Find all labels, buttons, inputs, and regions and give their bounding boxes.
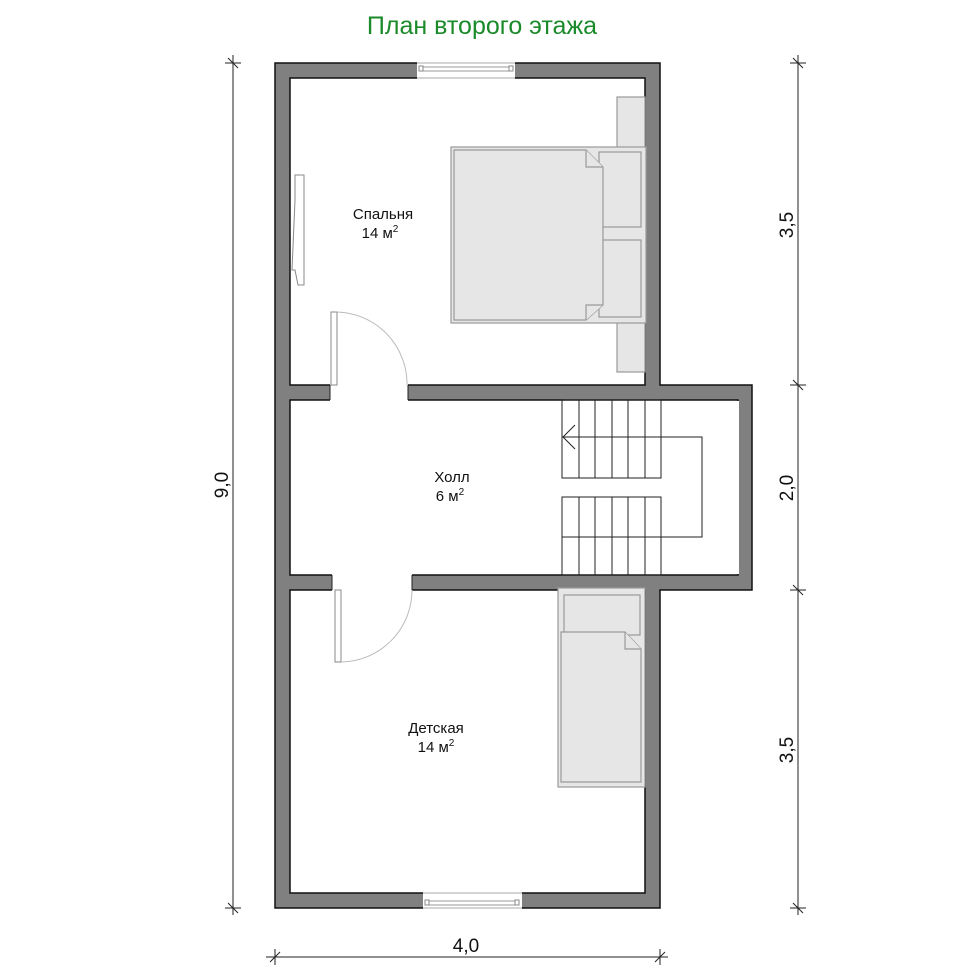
single-bed (557, 587, 646, 788)
dimension-total-height: 9,0 (212, 472, 233, 498)
svg-text:Спальня: Спальня (353, 206, 413, 223)
room-label-nursery: Детская 14 м2 (408, 720, 464, 756)
door-jambs (329, 385, 413, 590)
dimension-lines (225, 55, 806, 965)
dimension-hall: 2,0 (777, 475, 798, 501)
bedroom-door-opening (330, 384, 408, 401)
staircase (561, 399, 703, 576)
room-label-hall: Холл 6 м2 (434, 469, 469, 505)
tv (291, 174, 305, 286)
nursery-door-opening (332, 574, 412, 591)
nursery-door[interactable] (334, 589, 413, 663)
dimension-bedroom: 3,5 (777, 212, 798, 238)
svg-text:Детская: Детская (408, 720, 464, 737)
svg-text:14 м2: 14 м2 (418, 738, 455, 756)
svg-text:14 м2: 14 м2 (362, 224, 399, 242)
stair-opening (644, 401, 739, 574)
dimension-nursery: 3,5 (777, 737, 798, 763)
top-window (417, 62, 515, 79)
plan-title: План второго этажа (367, 12, 597, 40)
dimension-width: 4,0 (453, 936, 479, 957)
bottom-window (423, 892, 522, 909)
bedroom-door[interactable] (330, 311, 408, 386)
double-bed (450, 146, 647, 324)
wardrobe (616, 96, 646, 373)
svg-text:6 м2: 6 м2 (436, 487, 465, 505)
svg-text:Холл: Холл (434, 469, 469, 486)
stair-direction-arrow-icon (562, 424, 576, 450)
room-label-bedroom: Спальня 14 м2 (353, 206, 413, 242)
